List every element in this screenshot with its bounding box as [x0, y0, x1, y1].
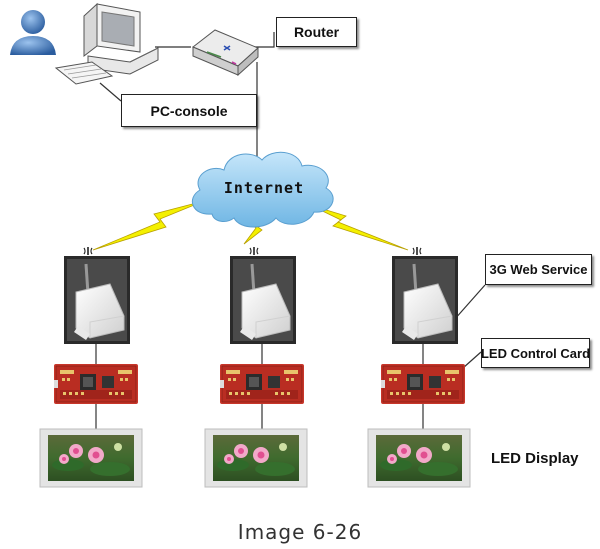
control-card-icon: [380, 363, 466, 405]
cloud-icon: Internet: [191, 151, 334, 228]
antenna-icons: [83, 246, 422, 256]
wireless-modem-icon: [390, 254, 460, 346]
router-label: Router: [276, 17, 357, 47]
pc-console-label: PC-console: [121, 94, 257, 127]
router-icon: [192, 29, 259, 77]
control-card-label: LED Control Card: [481, 338, 590, 368]
internet-label: Internet: [224, 179, 304, 197]
led-display-icon: [367, 428, 471, 488]
wireless-modem-icon: [62, 254, 132, 346]
led-display-icon: [204, 428, 308, 488]
user-icon: [10, 10, 56, 55]
control-card-icon: [219, 363, 305, 405]
control-card-icon: [53, 363, 139, 405]
figure-caption: Image 6-26: [237, 520, 363, 544]
led-display-icon: [39, 428, 143, 488]
computer-icon: [54, 2, 159, 85]
wireless-modem-icon: [228, 254, 298, 346]
web-service-label: 3G Web Service: [485, 254, 592, 285]
led-display-label: LED Display: [491, 450, 579, 467]
